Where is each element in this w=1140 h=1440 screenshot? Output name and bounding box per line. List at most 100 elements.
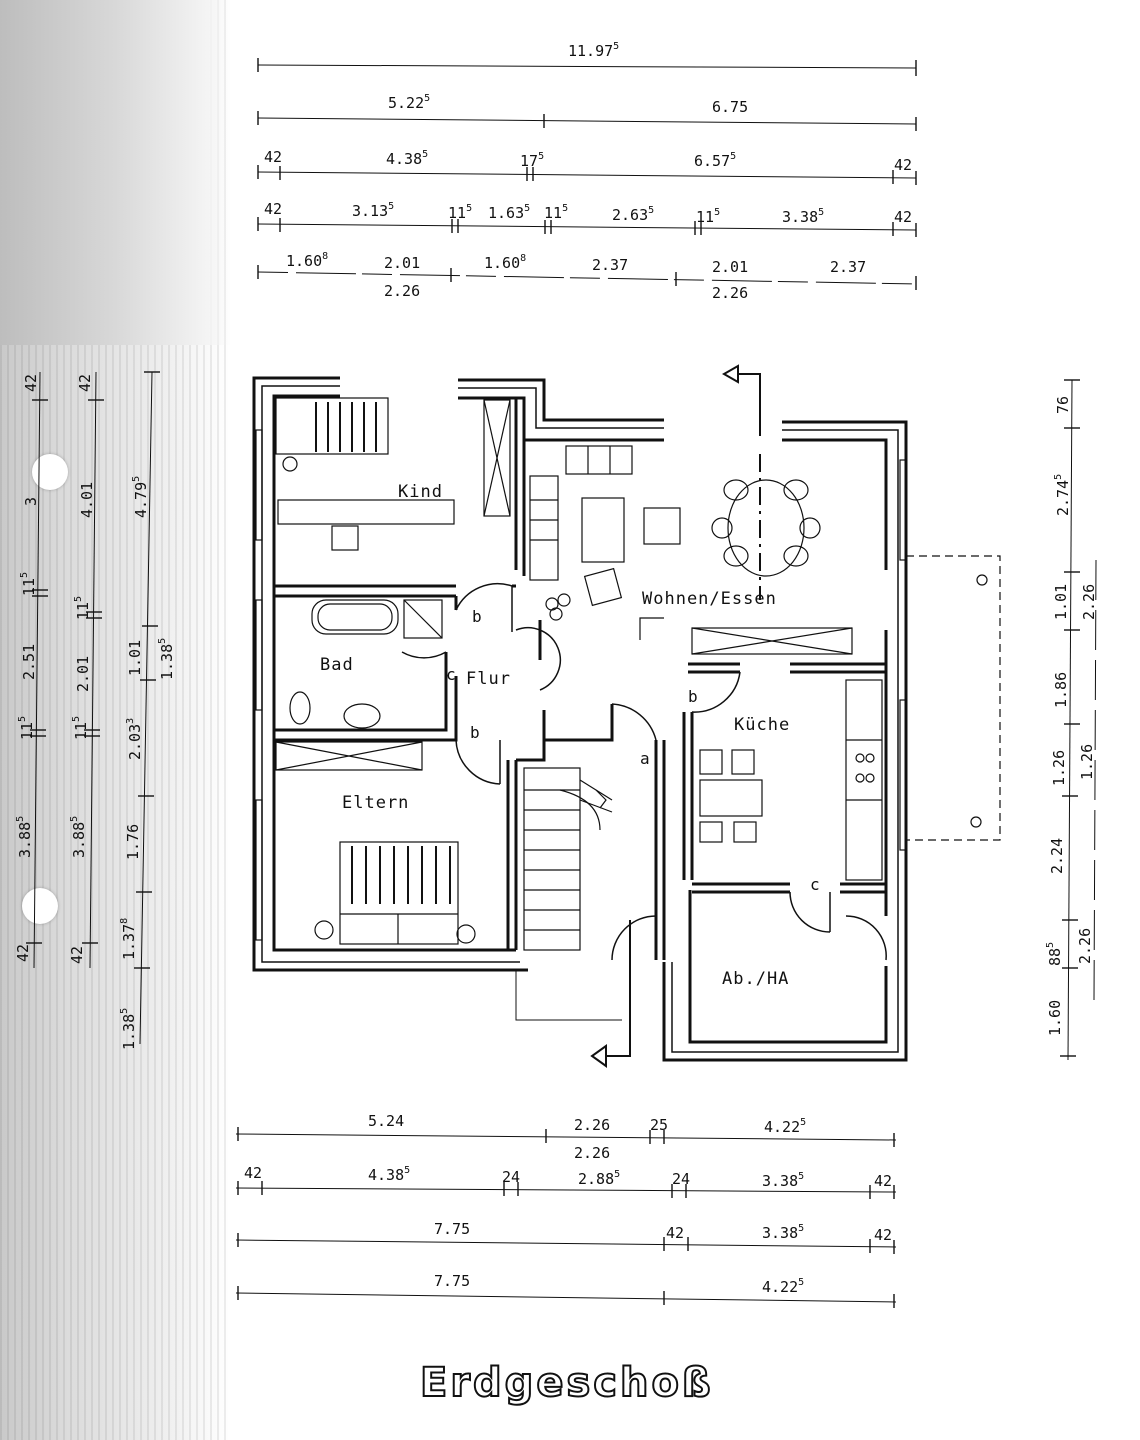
dim-labels-right: 76 2.745 1.01 1.86 1.26 2.24 885 1.60 2.… <box>1045 396 1098 1036</box>
dim-label: 115 <box>71 716 90 740</box>
dim-label: 7.75 <box>434 1272 470 1290</box>
dim-label: 115 <box>73 596 92 620</box>
room-label-eltern: Eltern <box>342 793 409 813</box>
dim-label: 5.24 <box>368 1112 404 1130</box>
dim-label: 4.385 <box>386 149 428 168</box>
dim-label: 2.26 <box>384 282 420 300</box>
dim-label: 2.01 <box>712 258 748 276</box>
dim-label: 24 <box>672 1170 690 1188</box>
dim-labels-top: 11.975 5.225 6.75 42 4.385 175 6.575 42 … <box>264 41 912 302</box>
dim-label: 76 <box>1054 396 1072 414</box>
dim-label: 42 <box>76 374 94 392</box>
kueche-furniture <box>699 679 883 881</box>
dim-label: 4.795 <box>131 476 150 518</box>
dim-label: 1.60 <box>1046 1000 1064 1036</box>
dim-label: 42 <box>894 156 912 174</box>
drawing-title: Erdgeschoß <box>419 1359 714 1407</box>
dim-label: 4.385 <box>368 1165 410 1184</box>
dimension-chains-top <box>257 58 917 290</box>
dim-label: 2.26 <box>574 1116 610 1134</box>
dim-label: 42 <box>264 200 282 218</box>
door-label: b <box>472 607 482 626</box>
dim-label: 11.975 <box>568 41 619 60</box>
dim-label: 25 <box>650 1116 668 1134</box>
dim-label: 6.575 <box>694 151 736 170</box>
dim-label: 42 <box>264 148 282 166</box>
room-label-abstell: Ab./HA <box>722 969 789 989</box>
dim-label: 1.635 <box>488 203 530 222</box>
punch-hole <box>22 888 58 924</box>
dimension-chains-left <box>26 371 160 1045</box>
door-swings <box>401 582 887 961</box>
dim-label: 7.75 <box>434 1220 470 1238</box>
exterior-walls <box>252 376 908 1062</box>
door-label: c <box>810 875 820 894</box>
dim-label: 3.885 <box>69 816 88 858</box>
dim-label: 2.885 <box>578 1169 620 1188</box>
eltern-furniture <box>314 841 476 945</box>
dim-label: 1.26 <box>1050 750 1068 786</box>
dim-label: 115 <box>544 203 568 222</box>
punch-hole <box>32 454 68 490</box>
dim-label: 2.033 <box>125 718 144 760</box>
dim-label: 4.01 <box>78 482 96 518</box>
room-label-kueche: Küche <box>734 715 790 735</box>
section-markers <box>515 364 761 1068</box>
dim-labels-left: 42 3 115 2.51 115 3.885 42 42 4.01 115 2… <box>14 374 176 1050</box>
dim-label: 2.26 <box>574 1144 610 1162</box>
room-labels: Kind Wohnen/Essen Bad Flur Küche Eltern … <box>320 482 790 989</box>
door-labels: b c b b a c <box>446 607 820 894</box>
dim-label: 3.385 <box>782 207 824 226</box>
staircase <box>523 767 613 951</box>
dim-label: 1.01 <box>126 640 144 676</box>
dim-label: 2.51 <box>20 644 38 680</box>
door-label: b <box>688 687 698 706</box>
wohnen-furniture <box>529 445 1001 841</box>
dim-label: 115 <box>17 716 36 740</box>
dim-label: 42 <box>666 1224 684 1242</box>
dim-label: 1.76 <box>124 824 142 860</box>
dim-label: 5.225 <box>388 93 430 112</box>
dimension-chains-bottom <box>235 1127 897 1308</box>
dim-label: 42 <box>244 1164 262 1182</box>
dim-label: 2.745 <box>1053 474 1072 516</box>
dim-label: 4.225 <box>762 1277 804 1296</box>
dim-label: 115 <box>448 203 472 222</box>
dim-label: 42 <box>894 208 912 226</box>
dim-label: 1.378 <box>119 918 138 960</box>
dim-label: 42 <box>874 1226 892 1244</box>
dim-labels-bottom: 5.24 2.26 25 4.225 2.26 42 4.385 24 2.88… <box>244 1112 892 1296</box>
dim-label: 6.75 <box>712 98 748 116</box>
dim-label: 3.885 <box>15 816 34 858</box>
kind-furniture <box>275 397 455 551</box>
dim-label: 3.135 <box>352 201 394 220</box>
dim-label: 2.26 <box>1076 928 1094 964</box>
room-label-wohnen: Wohnen/Essen <box>642 589 777 609</box>
dim-label: 3.385 <box>762 1171 804 1190</box>
dim-label: 115 <box>19 572 38 596</box>
dim-label: 1.86 <box>1052 672 1070 708</box>
scan-shadow-top <box>0 0 230 345</box>
dim-label: 1.608 <box>484 253 526 272</box>
dim-label: 2.26 <box>1080 584 1098 620</box>
door-label: c <box>446 665 456 684</box>
room-label-flur: Flur <box>466 669 511 689</box>
dim-label: 2.01 <box>74 656 92 692</box>
room-label-bad: Bad <box>320 655 354 675</box>
dim-label: 4.225 <box>764 1117 806 1136</box>
dim-label: 42 <box>68 946 86 964</box>
door-label: a <box>640 749 650 768</box>
dim-label: 2.635 <box>612 205 654 224</box>
dim-label: 1.608 <box>286 251 328 270</box>
dim-label: 1.01 <box>1052 584 1070 620</box>
interior-walls <box>274 398 886 960</box>
dim-label: 2.01 <box>384 254 420 272</box>
dim-label: 3 <box>22 497 40 506</box>
windows <box>255 399 907 941</box>
dim-label: 175 <box>520 151 544 170</box>
dim-label: 2.37 <box>592 256 628 274</box>
dim-label: 2.24 <box>1048 838 1066 874</box>
bad-fixtures <box>289 599 443 729</box>
dim-label: 1.26 <box>1078 744 1096 780</box>
